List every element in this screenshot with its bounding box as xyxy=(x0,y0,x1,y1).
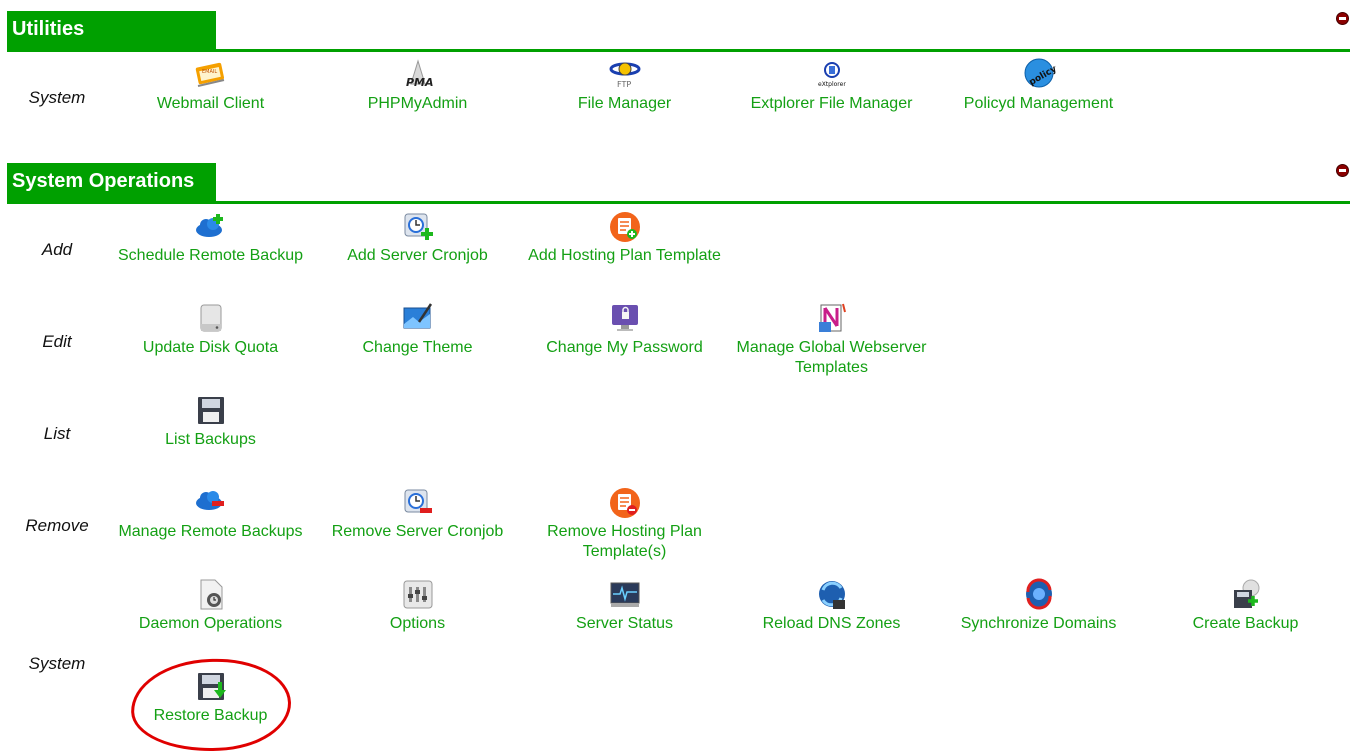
policyd-management-link[interactable]: policyd Policyd Management xyxy=(935,58,1142,114)
extplorer-file-manager-link[interactable]: eXtplorer Extplorer File Manager xyxy=(728,58,935,114)
create-backup-icon xyxy=(1229,578,1263,612)
svg-text:PMA: PMA xyxy=(406,76,434,89)
manage-global-webserver-templates-label: Manage Global Webserver Templates xyxy=(736,339,927,376)
phpmyadmin-label: PHPMyAdmin xyxy=(367,95,468,112)
policyd-management-label: Policyd Management xyxy=(963,95,1114,112)
utilities-title: Utilities xyxy=(7,11,216,49)
policyd-icon: policyd xyxy=(1022,58,1064,92)
system-operations-collapse-icon[interactable] xyxy=(1337,165,1348,176)
restore-backup-link[interactable]: Restore Backup xyxy=(107,670,314,726)
row-label-edit: Edit xyxy=(42,332,72,351)
row-label-list: List xyxy=(43,424,71,443)
clipboard-add-icon xyxy=(608,210,642,244)
add-hosting-plan-template-link[interactable]: Add Hosting Plan Template xyxy=(521,210,728,266)
restore-backup-icon xyxy=(194,670,228,704)
manage-global-webserver-templates-link[interactable]: Manage Global Webserver Templates xyxy=(728,302,935,378)
manage-remote-backups-link[interactable]: Manage Remote Backups xyxy=(107,486,314,542)
schedule-remote-backup-link[interactable]: Schedule Remote Backup xyxy=(107,210,314,266)
synchronize-domains-link[interactable]: Synchronize Domains xyxy=(935,578,1142,634)
daemon-operations-label: Daemon Operations xyxy=(138,615,283,632)
monitor-lock-icon xyxy=(608,302,642,336)
list-backups-label: List Backups xyxy=(165,431,256,448)
remove-server-cronjob-label: Remove Server Cronjob xyxy=(331,523,504,540)
extplorer-icon: eXtplorer xyxy=(815,58,849,92)
utilities-collapse-icon[interactable] xyxy=(1337,13,1348,24)
row-label-system: System xyxy=(28,88,86,107)
remove-hosting-plan-templates-label: Remove Hosting Plan Template(s) xyxy=(547,523,702,560)
change-my-password-label: Change My Password xyxy=(546,339,703,356)
update-disk-quota-label: Update Disk Quota xyxy=(142,339,279,356)
system-operations-header: System Operations xyxy=(7,163,1350,204)
options-icon xyxy=(401,578,435,612)
webmail-client-link[interactable]: EMAIL Webmail Client xyxy=(107,58,314,114)
row-label-add: Add xyxy=(41,240,73,259)
file-manager-label: File Manager xyxy=(577,95,672,112)
daemon-operations-link[interactable]: Daemon Operations xyxy=(107,578,314,634)
change-theme-label: Change Theme xyxy=(362,339,473,356)
webmail-client-label: Webmail Client xyxy=(156,95,265,112)
floppy-icon xyxy=(194,394,228,428)
row-label-system-ops: System xyxy=(28,654,86,673)
schedule-remote-backup-label: Schedule Remote Backup xyxy=(118,247,303,264)
remove-hosting-plan-templates-link[interactable]: Remove Hosting Plan Template(s) xyxy=(521,486,728,562)
add-server-cronjob-link[interactable]: Add Server Cronjob xyxy=(314,210,521,266)
sync-icon xyxy=(1022,578,1056,612)
options-label: Options xyxy=(389,615,446,632)
create-backup-label: Create Backup xyxy=(1192,615,1299,632)
add-server-cronjob-label: Add Server Cronjob xyxy=(347,247,488,264)
change-theme-link[interactable]: Change Theme xyxy=(314,302,521,358)
cloud-add-icon xyxy=(194,210,228,244)
server-status-link[interactable]: Server Status xyxy=(521,578,728,634)
restore-backup-label: Restore Backup xyxy=(153,707,268,724)
reload-dns-zones-label: Reload DNS Zones xyxy=(762,615,901,632)
svg-text:EMAIL: EMAIL xyxy=(202,69,217,75)
cloud-remove-icon xyxy=(194,486,228,520)
webmail-icon: EMAIL xyxy=(194,58,228,92)
ftp-icon: FTP xyxy=(608,58,642,92)
synchronize-domains-label: Synchronize Domains xyxy=(960,615,1117,632)
options-link[interactable]: Options xyxy=(314,578,521,634)
reload-dns-zones-link[interactable]: Reload DNS Zones xyxy=(728,578,935,634)
reload-dns-icon xyxy=(815,578,849,612)
disk-icon xyxy=(194,302,228,336)
clipboard-remove-icon xyxy=(608,486,642,520)
add-hosting-plan-template-label: Add Hosting Plan Template xyxy=(528,247,721,264)
manage-remote-backups-label: Manage Remote Backups xyxy=(118,523,303,540)
clock-remove-icon xyxy=(401,486,435,520)
phpmyadmin-link[interactable]: PMA PHPMyAdmin xyxy=(314,58,521,114)
row-label-remove: Remove xyxy=(25,516,89,535)
system-operations-title: System Operations xyxy=(7,163,216,201)
phpmyadmin-icon: PMA xyxy=(401,58,435,92)
utilities-header: Utilities xyxy=(7,11,1350,52)
svg-text:FTP: FTP xyxy=(617,80,631,89)
server-status-label: Server Status xyxy=(576,615,673,632)
server-status-icon xyxy=(608,578,642,612)
update-disk-quota-link[interactable]: Update Disk Quota xyxy=(107,302,314,358)
clock-add-icon xyxy=(401,210,435,244)
svg-text:eXtplorer: eXtplorer xyxy=(818,81,846,88)
daemon-icon xyxy=(194,578,228,612)
file-manager-link[interactable]: FTP File Manager xyxy=(521,58,728,114)
list-backups-link[interactable]: List Backups xyxy=(107,394,314,450)
extplorer-file-manager-label: Extplorer File Manager xyxy=(750,95,913,112)
templates-icon xyxy=(815,302,849,336)
create-backup-link[interactable]: Create Backup xyxy=(1142,578,1349,634)
theme-icon xyxy=(401,302,435,336)
change-my-password-link[interactable]: Change My Password xyxy=(521,302,728,358)
remove-server-cronjob-link[interactable]: Remove Server Cronjob xyxy=(314,486,521,542)
